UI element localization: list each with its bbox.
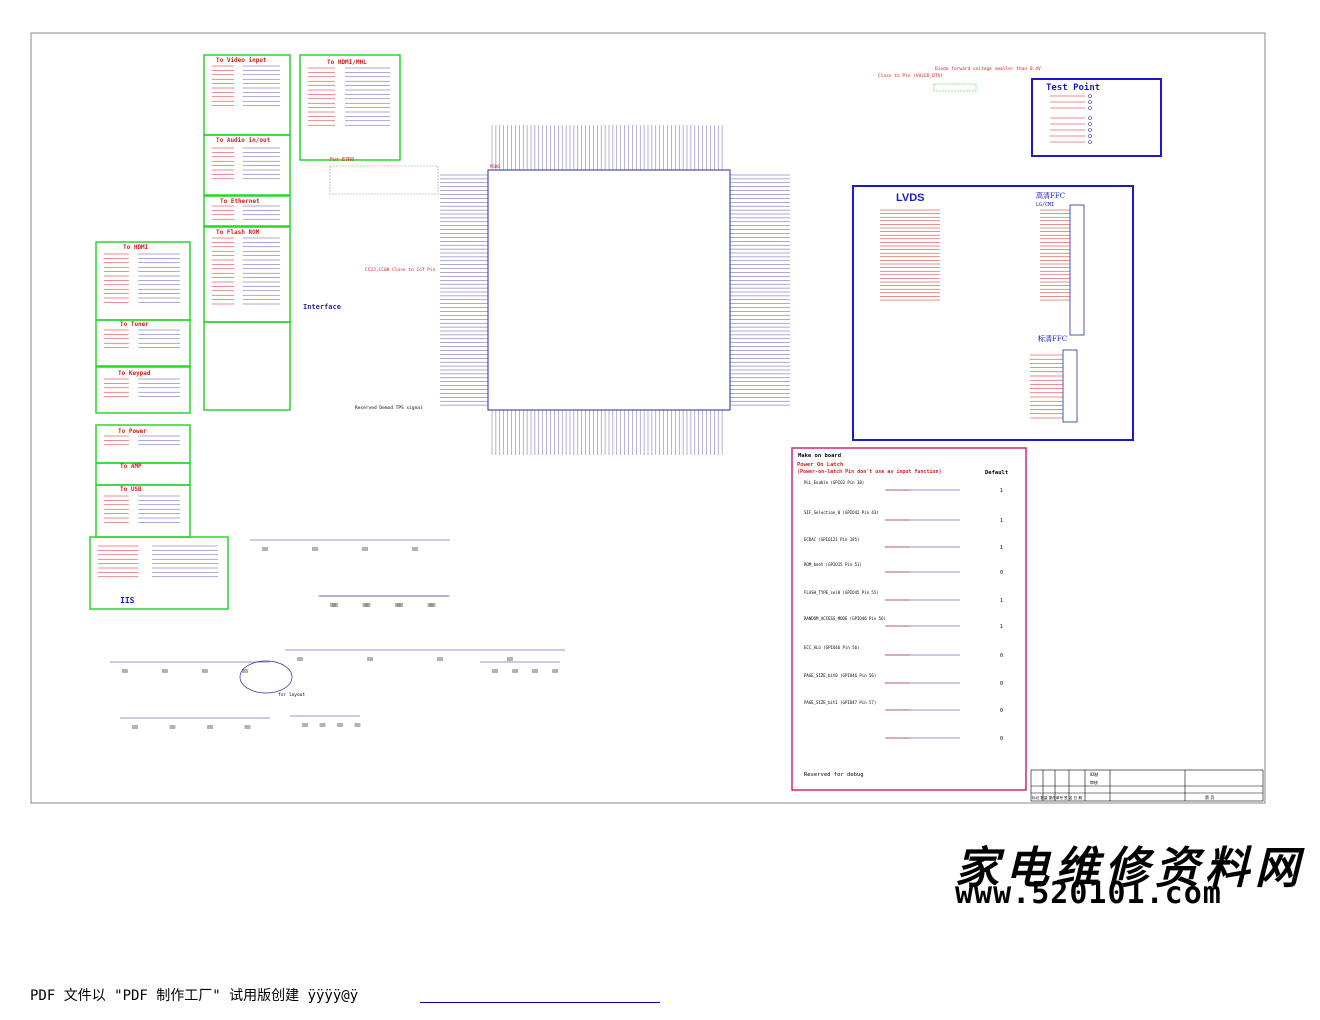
audio-title: To Audio in/out [216,137,271,144]
title-sheet: 第 页 [1205,794,1214,800]
test-points [1050,94,1092,144]
latch-default-value: 1 [1000,624,1003,630]
amp-title: To AMP [120,463,142,470]
latch-default-value: 1 [1000,488,1003,494]
net-labels [98,65,390,578]
main-ic-body [487,169,731,411]
test-point-pad [1088,106,1092,110]
test-point-pad [1088,100,1092,104]
latch-item-label: ROM_boot (GPIO15 Pin 51) [804,562,862,567]
latch-item-label: ECDAC (GPIO121 Pin 195) [804,537,859,542]
lg-cmi-label: LG/CMI [1036,202,1054,208]
latch-default-value: 0 [1000,708,1003,714]
video-input-title: To Video input [216,57,267,64]
latch-item-label: FLASH_TYPE_sel0 (GPIO45 Pin 55) [804,590,879,595]
latch-item-label: SIF_Selection_0 (GPIO42 Pin 43) [804,510,879,515]
reserved-demod-label: Reserved Demod TPS signal [355,405,423,411]
usb-title: To USB [120,486,142,493]
lvds-box [852,185,1134,441]
ic-ref: MSD6 [490,164,500,169]
hd-ffc-label: 高清FFC [1036,191,1065,200]
latch-item-label: PAGE_SIZE_bit1 (GPIO47 Pin 57) [804,700,876,705]
test-point-box [1031,78,1162,157]
hdmi-box [95,241,191,321]
title-block [1030,769,1264,802]
test-point-pad [1088,128,1092,132]
power-on-latch-title: Power On Latch [797,462,843,468]
test-point-pad [1088,134,1092,138]
latch-item-label: RANDOM_ACCESS_MODE (GPIO46 Pin 56) [804,616,886,621]
iis-title: IIS [120,596,135,605]
latch-rows: PLL_Enable (GPIO3 Pin 38) SIF_Selection_0… [804,480,1003,742]
reserved-debug-label: Reserved for debug [804,772,864,778]
lvds-resistor-arrays [880,209,1070,419]
watermark-chinese: 家电维修资料网 [955,843,1305,894]
for-layout-label: for layout [278,692,305,698]
hdmi-mhl-title: To HDMI/MHL [327,59,367,66]
pdf-footer-note: PDF 文件以 "PDF 制作工厂" 试用版创建 ÿÿÿÿ@ÿ [30,988,359,1004]
audio-box [203,134,291,196]
block-titles: To Video input To HDMI/MHL To Audio in/o… [118,57,436,493]
test-point-pad [1088,122,1092,126]
hdmi-title: To HDMI [123,244,149,251]
latch-item-label: PLL_Enable (GPIO3 Pin 38) [804,480,864,485]
diode-note-box [933,83,977,92]
sd-ffc-label: 标清FFC [1038,334,1067,343]
test-point-pad [1088,94,1092,98]
latch-default-value: 1 [1000,518,1003,524]
default-header: Default [985,470,1008,476]
title-row2: 审核 [1090,779,1098,785]
footer-underline [420,1002,660,1003]
latch-default-value: 1 [1000,598,1003,604]
usb-box [95,484,191,538]
sheet-border [30,32,1266,804]
amp-box [95,462,191,486]
tuner-box [95,319,191,367]
latch-default-value: 1 [1000,545,1003,551]
title-row1: ID制 [1090,771,1098,777]
watermark-url: www.520101.com [955,876,1222,911]
flash-box [203,226,291,323]
tuner-title: To Tuner [120,321,149,328]
ethernet-title: To Ethernet [220,198,260,205]
test-point-pad [1088,140,1092,144]
sd-ffc-connector [1062,349,1078,423]
left-blocks [89,54,401,610]
video-input-box [203,54,291,136]
for-e7-box [329,165,439,195]
latch-note: (Power-on-latch Pin don't use as input f… [797,469,942,475]
keypad-title: To Keypad [118,370,151,377]
main-ic-pins [440,125,790,455]
flash-title: To Flash ROM [216,229,260,236]
misc-box [203,321,291,411]
keypad-box [95,366,191,414]
latch-default-value: 0 [1000,681,1003,687]
test-point-pad [1088,116,1092,120]
make-on-board-label: Make on board [798,453,841,459]
latch-item-label: ECC_ALG (GPIO46 Pin 56) [804,645,859,650]
power-latch-box [791,447,1027,791]
test-point-title: Test Point [1046,82,1100,93]
power-title: To Power [118,428,147,435]
title-labels: 标记 数量 更改单号 签 名 日 期 [1032,795,1082,800]
for-e7-label: For E7R0 [330,157,354,163]
hdmi-mhl-box [299,54,401,161]
interface-label: Interface [303,303,341,311]
iis-box [89,536,229,610]
latch-default-value: 0 [1000,570,1003,576]
diode-note: Diode forward voltage smaller than 0.4V [935,66,1041,72]
lvds-title: LVDS [896,192,925,204]
latch-default-value: 0 [1000,736,1003,742]
latch-default-value: 0 [1000,653,1003,659]
latch-item-label: PAGE_SIZE_bit0 (GPIO46 Pin 56) [804,673,876,678]
hd-ffc-connector [1069,204,1085,336]
power-filter-circuits [110,539,565,729]
close-note: CC23,CC00 Close to IoT Pin [365,267,436,273]
close-to-pin-note: Close to Pin (VOLED_DTV) [878,73,943,79]
layout-ellipse [239,660,293,694]
ethernet-box [203,195,291,227]
